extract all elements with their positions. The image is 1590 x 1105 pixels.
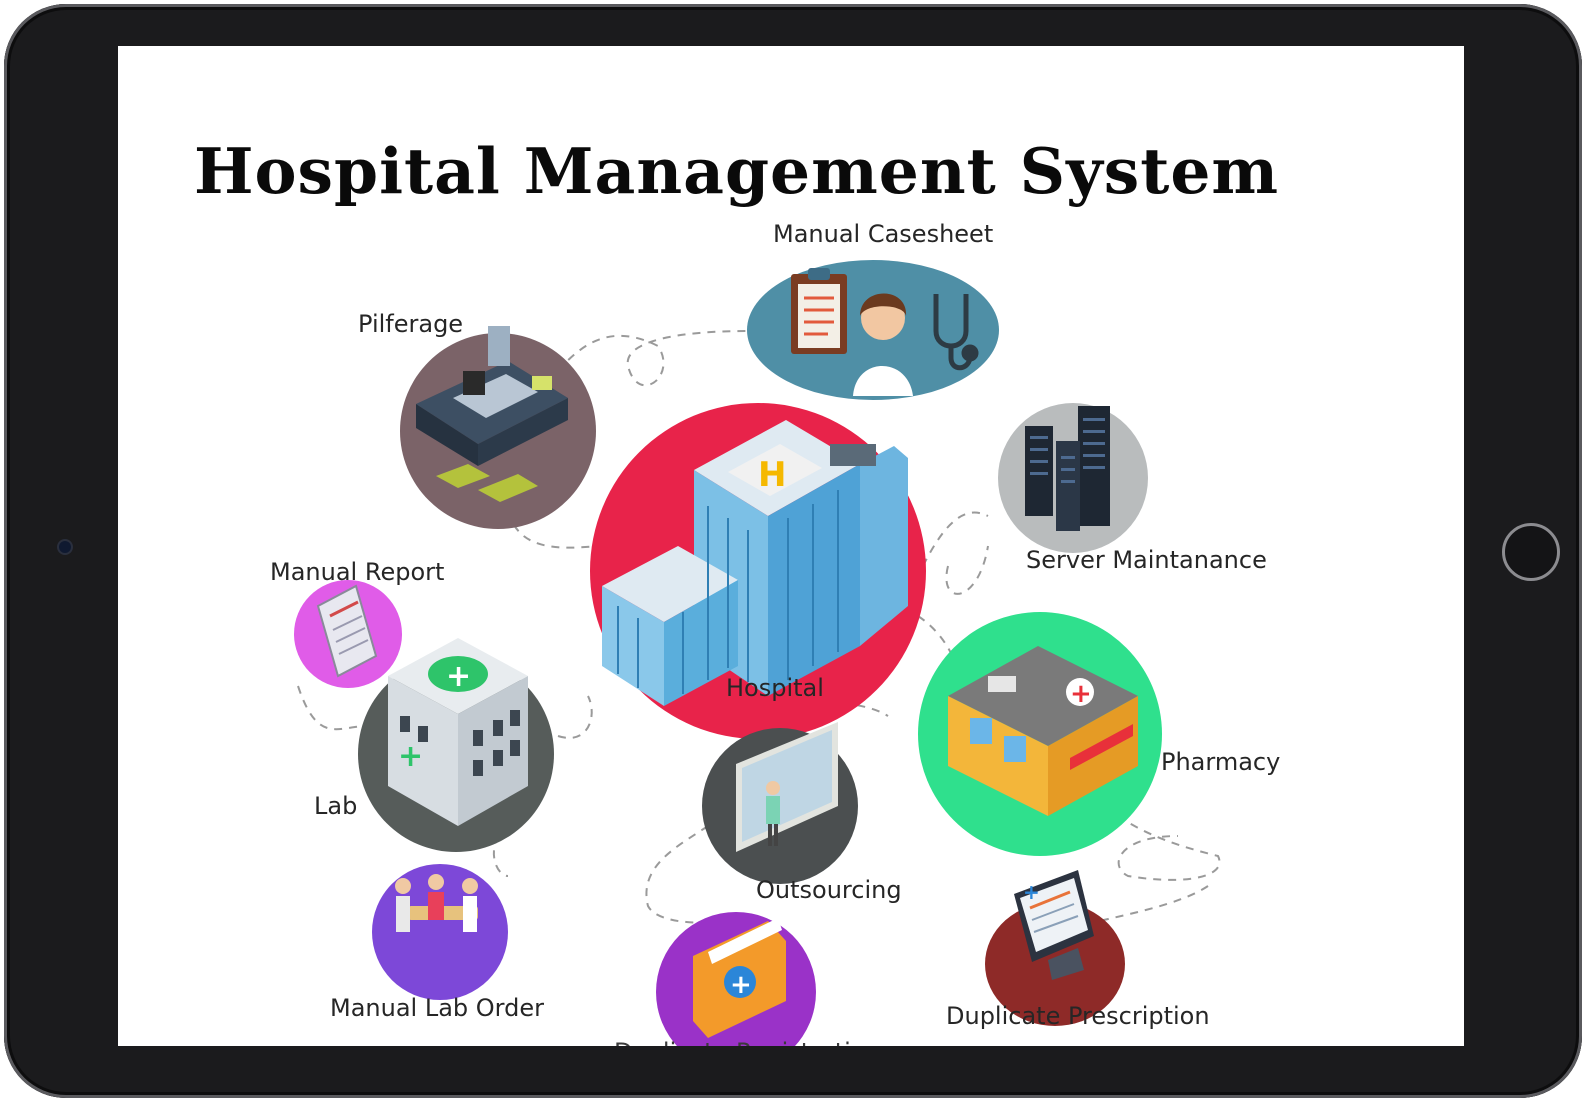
svg-text:+: + bbox=[446, 659, 471, 694]
registration-node[interactable]: + bbox=[656, 912, 816, 1046]
diagram-art: H bbox=[294, 260, 1221, 1046]
home-button[interactable] bbox=[1502, 523, 1560, 581]
server-node[interactable] bbox=[998, 403, 1148, 553]
outsourcing-window-icon bbox=[736, 722, 838, 852]
svg-text:+: + bbox=[1070, 679, 1092, 709]
hospital-building-icon: H bbox=[602, 420, 908, 706]
svg-text:+: + bbox=[398, 739, 423, 774]
medical-folder-icon: + bbox=[693, 918, 786, 1038]
svg-text:+: + bbox=[730, 970, 752, 1000]
doctor-icon bbox=[853, 293, 913, 396]
lab-order-node[interactable] bbox=[372, 864, 508, 1000]
pharmacy-building-icon: + bbox=[948, 646, 1138, 816]
outsourcing-node[interactable] bbox=[702, 722, 858, 884]
label-manual-lab-order: Manual Lab Order bbox=[330, 994, 544, 1022]
lab-node[interactable]: + + bbox=[358, 638, 554, 852]
camera-icon bbox=[59, 541, 71, 553]
casesheet-node[interactable] bbox=[747, 260, 999, 400]
document-icon bbox=[316, 584, 378, 678]
server-rack-icon bbox=[1025, 406, 1110, 531]
label-manual-report: Manual Report bbox=[270, 558, 445, 586]
hospital-node[interactable]: H bbox=[590, 403, 926, 739]
page-title: Hospital Management System bbox=[194, 134, 1280, 208]
patients-icon bbox=[395, 874, 478, 932]
stethoscope-icon bbox=[933, 294, 979, 371]
label-outsourcing: Outsourcing bbox=[756, 876, 902, 904]
label-hospital: Hospital bbox=[726, 674, 824, 702]
cash-register-icon bbox=[416, 326, 568, 502]
clipboard-icon bbox=[791, 268, 847, 354]
prescription-node[interactable]: + bbox=[985, 870, 1125, 1026]
computer-monitor-icon: + bbox=[1014, 870, 1094, 980]
screen: H bbox=[118, 46, 1464, 1046]
lab-building-icon: + + bbox=[388, 638, 528, 826]
pharmacy-node[interactable]: + bbox=[918, 612, 1162, 856]
svg-text:H: H bbox=[758, 455, 786, 495]
report-node[interactable] bbox=[294, 580, 402, 688]
label-lab: Lab bbox=[314, 792, 358, 820]
label-duplicate-prescription: Duplicate Prescription bbox=[946, 1002, 1210, 1030]
pilferage-node[interactable] bbox=[400, 326, 596, 529]
label-pilferage: Pilferage bbox=[358, 310, 464, 338]
svg-text:+: + bbox=[1023, 880, 1040, 904]
label-duplicate-registration: Duplicate Registration bbox=[614, 1038, 881, 1046]
label-server-maintanance: Server Maintanance bbox=[1026, 546, 1267, 574]
label-pharmacy: Pharmacy bbox=[1161, 748, 1281, 776]
label-manual-casesheet: Manual Casesheet bbox=[773, 220, 994, 248]
